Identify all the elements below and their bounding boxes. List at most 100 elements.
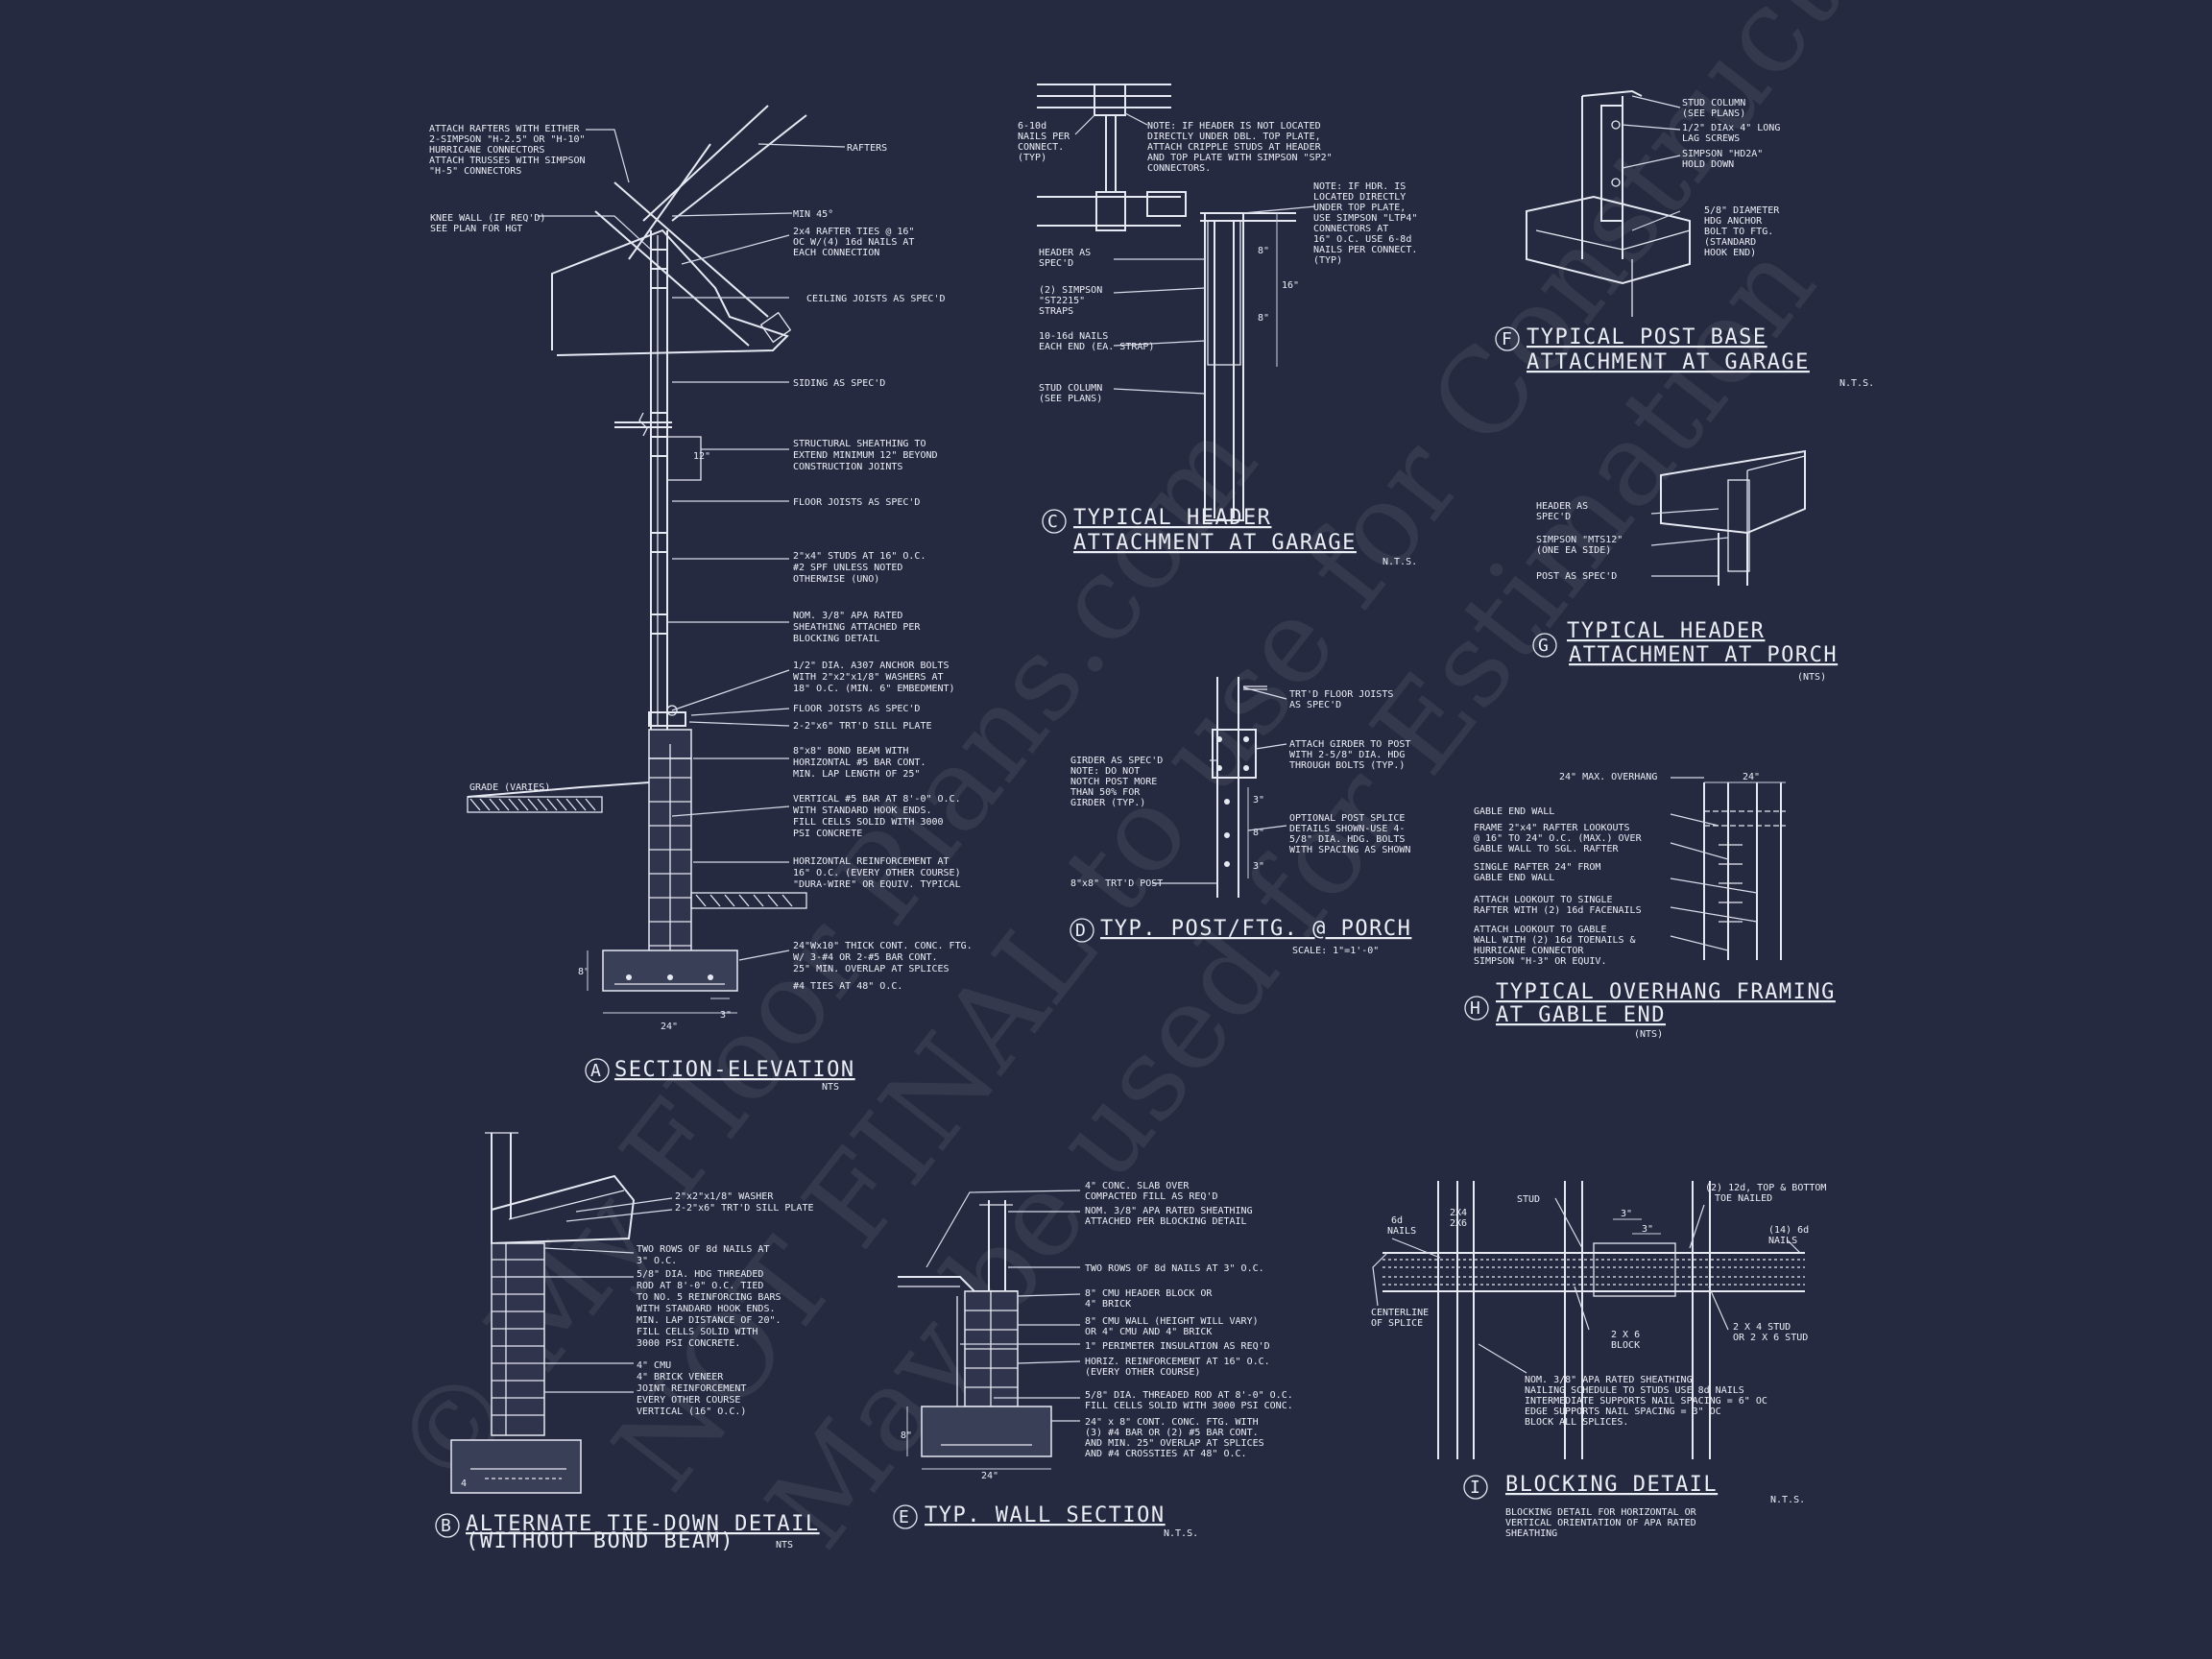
drawing-note: 8" bbox=[1258, 313, 1269, 324]
drawing-note: NAILS bbox=[1768, 1236, 1797, 1246]
drawing-note: VERTICAL (16" O.C.) bbox=[637, 1407, 746, 1417]
drawing-note: SIMPSON "MTS12" bbox=[1536, 535, 1623, 545]
drawing-line bbox=[638, 412, 648, 437]
drawing-note: THAN 50% FOR bbox=[1070, 787, 1141, 798]
drawing-line bbox=[435, 1513, 460, 1538]
drawing-note: (14) 6d bbox=[1768, 1225, 1809, 1236]
drawing-note: "H-5" CONNECTORS bbox=[429, 166, 521, 177]
drawing-note: STRUCTURAL SHEATHING TO bbox=[793, 439, 926, 449]
drawing-note: 8" bbox=[901, 1431, 912, 1441]
drawing-line bbox=[667, 436, 702, 481]
drawing-line bbox=[688, 721, 790, 727]
drawing-note: WALL WITH (2) 16d TOENAILS & bbox=[1474, 935, 1636, 946]
drawing-note: SHEATHING ATTACHED PER bbox=[793, 622, 921, 633]
drawing-line bbox=[1704, 810, 1786, 827]
drawing-note: 2X4 bbox=[1450, 1208, 1467, 1218]
drawing-line bbox=[667, 974, 673, 980]
drawing-line bbox=[1212, 729, 1257, 779]
drawing-note: SIMPSON "HD2A" bbox=[1682, 149, 1763, 159]
g-tag: G bbox=[1538, 636, 1549, 656]
drawing-line bbox=[651, 412, 667, 635]
drawing-line bbox=[1692, 1181, 1711, 1459]
b-scale: NTS bbox=[776, 1540, 793, 1551]
a-floor1: FLOOR JOISTS AS SPEC'D bbox=[793, 497, 920, 508]
drawing-line bbox=[708, 974, 713, 980]
drawing-note: 10-16d NAILS bbox=[1039, 331, 1108, 342]
drawing-note: CONNECTORS AT bbox=[1313, 224, 1388, 234]
drawing-line bbox=[1526, 195, 1691, 285]
drawing-line bbox=[1105, 115, 1117, 192]
drawing-line bbox=[1660, 449, 1806, 535]
drawing-line bbox=[1070, 918, 1094, 943]
h-scale: (NTS) bbox=[1634, 1029, 1663, 1040]
c-title-2: ATTACHMENT AT GARAGE bbox=[1073, 531, 1357, 555]
drawing-line bbox=[1095, 191, 1126, 231]
drawing-line bbox=[508, 1190, 625, 1220]
drawing-note: (2) 12d, TOP & BOTTOM bbox=[1705, 1183, 1826, 1193]
drawing-note: LOCATED DIRECTLY bbox=[1313, 192, 1406, 203]
drawing-line bbox=[543, 1247, 635, 1254]
drawing-note: WITH 2"x2"x1/8" WASHERS AT bbox=[793, 672, 944, 683]
drawing-note: SPEC'D bbox=[1536, 512, 1571, 522]
drawing-line bbox=[626, 974, 632, 980]
drawing-line bbox=[671, 805, 790, 817]
drawing-line bbox=[628, 143, 711, 260]
drawing-note: OTHERWISE (UNO) bbox=[793, 574, 879, 585]
a-knee-1: KNEE WALL (IF REQ'D) bbox=[430, 213, 545, 224]
drawing-note: HEADER AS bbox=[1039, 248, 1091, 258]
drawing-note: ATTACH GIRDER TO POST bbox=[1289, 739, 1410, 750]
drawing-line bbox=[1437, 1181, 1475, 1459]
drawing-line bbox=[1372, 1252, 1388, 1307]
drawing-line bbox=[575, 1197, 673, 1213]
drawing-line bbox=[1787, 1239, 1801, 1254]
drawing-note: NOTE: IF HDR. IS bbox=[1313, 181, 1406, 192]
drawing-line bbox=[1703, 782, 1782, 960]
drawing-note: NAILING SCHEDULE TO STUDS USE 8d NAILS bbox=[1525, 1385, 1744, 1396]
a-sill: 2-2"x6" TRT'D SILL PLATE bbox=[793, 721, 932, 732]
drawing-line bbox=[1146, 191, 1187, 217]
drawing-note: EXTEND MINIMUM 12" BEYOND bbox=[793, 450, 938, 461]
drawing-line bbox=[1600, 105, 1623, 222]
drawing-note: SPEC'D bbox=[1039, 258, 1073, 269]
drawing-line bbox=[671, 669, 790, 711]
drawing-note: OPTIONAL POST SPLICE bbox=[1289, 813, 1405, 824]
drawing-note: 3" bbox=[1621, 1209, 1632, 1219]
drawing-line bbox=[921, 1406, 1052, 1457]
drawing-line bbox=[1242, 205, 1316, 214]
drawing-note: 1/2" DIA. A307 ANCHOR BOLTS bbox=[793, 661, 950, 671]
drawing-note: AND MIN. 25" OVERLAP AT SPLICES bbox=[1085, 1438, 1264, 1449]
drawing-line bbox=[1113, 340, 1206, 347]
drawing-line bbox=[1670, 935, 1729, 951]
g-title-2: ATTACHMENT AT PORCH bbox=[1569, 643, 1838, 667]
drawing-note: (TYP) bbox=[1018, 153, 1046, 163]
drawing-note: LAG SCREWS bbox=[1682, 133, 1740, 144]
drawing-note: EACH END (EA. STRAP) bbox=[1039, 342, 1154, 352]
drawing-line bbox=[1532, 633, 1557, 658]
d-tag: D bbox=[1075, 921, 1086, 941]
drawing-note: STUD COLUMN bbox=[1039, 383, 1102, 394]
drawing-note: HOLD DOWN bbox=[1682, 159, 1734, 170]
drawing-note: OR 2 X 6 STUD bbox=[1733, 1333, 1808, 1343]
drawing-note: BLOCKING DETAIL FOR HORIZONTAL OR bbox=[1505, 1507, 1697, 1518]
h-dim-24: 24" bbox=[1743, 772, 1760, 782]
a-title: SECTION-ELEVATION bbox=[614, 1058, 855, 1082]
detail-f: STUD COLUMN (SEE PLANS) 1/2" DIAx 4" LON… bbox=[1495, 89, 1874, 389]
drawing-note: 2-2"x6" TRT'D SILL PLATE bbox=[675, 1203, 814, 1214]
drawing-line bbox=[587, 950, 737, 1014]
drawing-note: VERTICAL #5 BAR AT 8'-0" O.C. bbox=[793, 794, 961, 805]
drawing-line bbox=[690, 708, 790, 716]
drawing-line bbox=[613, 181, 769, 318]
drawing-line bbox=[695, 894, 793, 907]
drawing-note: WITH STANDARD HOOK ENDS. bbox=[793, 805, 932, 816]
drawing-note: (EVERY OTHER COURSE) bbox=[1085, 1367, 1200, 1378]
drawing-line bbox=[1611, 120, 1621, 130]
drawing-note: (2) SIMPSON bbox=[1039, 285, 1102, 296]
g-scale: (NTS) bbox=[1797, 672, 1826, 683]
drawing-line bbox=[757, 143, 846, 148]
detail-g: HEADER AS SPEC'D SIMPSON "MTS12" (ONE EA… bbox=[1532, 449, 1838, 683]
drawing-line bbox=[1113, 388, 1206, 395]
drawing-note: 24" bbox=[981, 1471, 998, 1481]
a-dim-24: 24" bbox=[661, 1022, 678, 1032]
drawing-note: NAILS bbox=[1387, 1226, 1416, 1237]
